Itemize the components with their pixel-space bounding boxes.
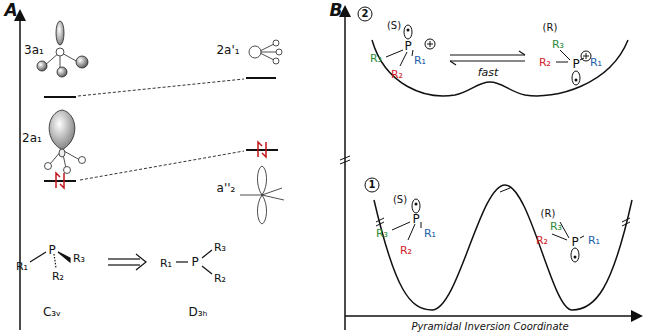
configuration: (S) — [387, 21, 401, 31]
configuration: (R) — [543, 23, 558, 33]
substituent: R₂ — [391, 69, 403, 80]
orbital-label: 2a₁ — [22, 132, 42, 144]
substituent: R₁ — [16, 261, 28, 272]
point-group: C₃ᵥ — [43, 306, 61, 318]
substituent: R₃ — [376, 228, 388, 239]
substituent: R₂ — [52, 271, 64, 282]
atom-label: P — [571, 236, 578, 248]
substituent: R₃ — [550, 221, 562, 232]
orbital-label: a''₂ — [217, 182, 236, 194]
callout-number: 2 — [362, 9, 369, 19]
substituent: R₂ — [536, 235, 548, 246]
panel-letter: A — [4, 2, 17, 19]
callout-number: 1 — [369, 180, 376, 190]
point-group: D₃ₕ — [189, 306, 208, 318]
atom-label: P — [48, 244, 55, 256]
atom-label: P — [572, 58, 579, 70]
rate-label: fast — [478, 67, 499, 78]
atom-label: P — [404, 40, 411, 52]
substituent: R₃ — [73, 253, 85, 264]
orbital-label: 3a₁ — [24, 44, 44, 56]
axis-title: Pyramidal Inversion Coordinate — [411, 322, 568, 332]
substituent: R₁ — [424, 228, 436, 239]
substituent: R₃ — [552, 39, 564, 50]
orbital-label: 2a'₁ — [216, 44, 239, 56]
substituent: R₂ — [214, 273, 226, 284]
configuration: (R) — [541, 209, 556, 219]
configuration: (S) — [393, 195, 407, 205]
substituent: R₁ — [414, 55, 426, 66]
atom-label: P — [191, 256, 198, 268]
substituent: R₂ — [539, 57, 551, 68]
substituent: R₁ — [588, 235, 600, 246]
substituent: R₂ — [400, 245, 412, 256]
substituent: R₁ — [160, 258, 172, 269]
substituent: R₁ — [590, 57, 602, 68]
substituent: R₃ — [370, 53, 382, 64]
substituent: R₃ — [214, 242, 226, 253]
panel-letter: B — [330, 2, 343, 19]
atom-label: P — [412, 213, 419, 225]
